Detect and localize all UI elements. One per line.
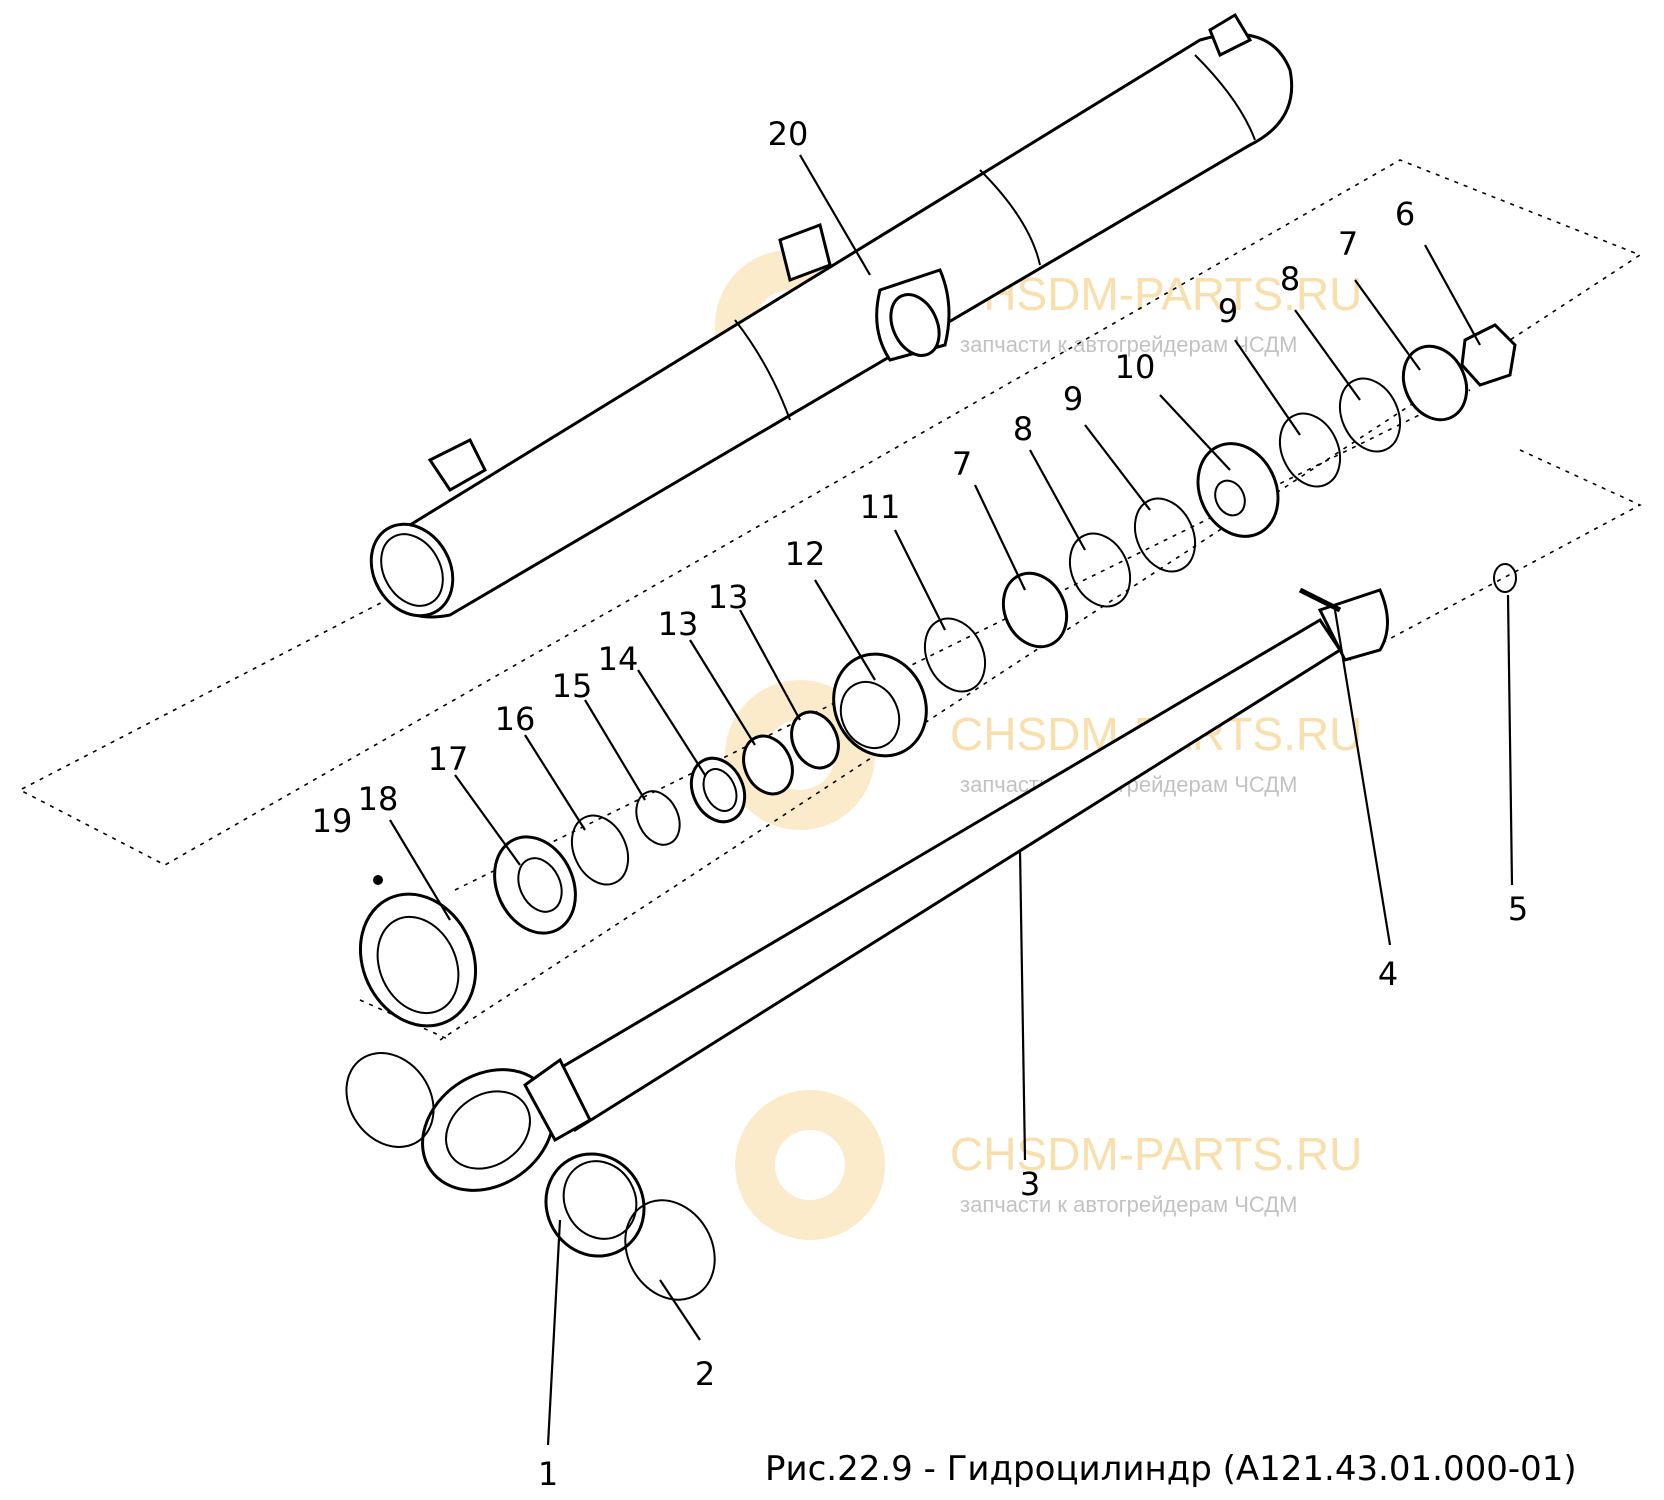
part-rod-guide-nut — [358, 892, 478, 1028]
part-piston-rod — [421, 588, 1389, 1192]
part-snap-ring-right — [624, 1199, 716, 1301]
callout-14: 14 — [598, 640, 639, 678]
callout-7-lower: 7 — [952, 445, 972, 483]
part-bushing — [544, 1152, 646, 1258]
callout-15: 15 — [552, 667, 593, 705]
part-ring-8a — [1068, 532, 1132, 608]
callout-13a: 13 — [708, 578, 749, 616]
callout-11: 11 — [860, 488, 901, 526]
part-rod-guide — [493, 835, 577, 935]
callout-13b: 13 — [658, 605, 699, 643]
part-piston-10 — [1196, 442, 1280, 538]
callout-labels: 1 2 3 4 5 6 7 8 9 10 11 12 13 13 14 15 1… — [312, 115, 1529, 1493]
part-ring-8b — [1338, 377, 1402, 453]
leader-lines — [389, 154, 1514, 1446]
callout-4: 4 — [1378, 955, 1398, 993]
part-ring-9a — [1133, 497, 1197, 573]
callout-12: 12 — [785, 535, 826, 573]
callout-9: 9 — [1218, 292, 1238, 330]
part-cylinder-barrel — [369, 12, 1294, 619]
callout-16: 16 — [495, 700, 536, 738]
watermark-subtitle: запчасти к автогрейдерам ЧСДМ — [960, 332, 1298, 357]
callout-9-lower: 9 — [1063, 380, 1083, 418]
callout-6: 6 — [1395, 195, 1415, 233]
gear-logo-icon — [735, 1090, 886, 1240]
part-ring-16 — [570, 814, 630, 886]
part-nut-6 — [1460, 323, 1517, 387]
part-ring-7a — [1001, 571, 1069, 649]
figure-caption: Рис.22.9 - Гидроцилиндр (А121.43.01.000-… — [765, 1449, 1577, 1489]
part-piston-12 — [832, 652, 928, 758]
callout-7: 7 — [1338, 225, 1358, 263]
watermark-3: CHSDM-PARTS.RU запчасти к автогрейдерам … — [735, 1090, 1362, 1240]
part-screw-19 — [373, 875, 383, 885]
watermark-title: CHSDM-PARTS.RU — [950, 1128, 1362, 1180]
watermark-subtitle: запчасти к автогрейдерам ЧСДМ — [960, 1192, 1298, 1217]
part-ring-9b — [1278, 412, 1342, 488]
part-ring-15 — [635, 790, 681, 846]
dashed-guides — [18, 159, 1642, 1041]
callout-3: 3 — [1020, 1165, 1040, 1203]
callout-1: 1 — [538, 1455, 558, 1493]
callout-19: 19 — [312, 802, 353, 840]
part-ring-13b — [790, 710, 840, 770]
callout-2: 2 — [695, 1355, 715, 1393]
callout-8-lower: 8 — [1013, 410, 1033, 448]
part-snap-ring-left — [345, 1052, 435, 1148]
part-ring-5 — [1493, 563, 1517, 593]
callout-10: 10 — [1115, 348, 1156, 386]
part-pin-4 — [1298, 587, 1342, 613]
callout-5: 5 — [1508, 890, 1528, 928]
part-ring-7b — [1401, 344, 1469, 422]
part-ring-13a — [742, 734, 794, 796]
part-ring-11 — [923, 617, 987, 693]
callout-18: 18 — [358, 780, 399, 818]
callout-17: 17 — [428, 740, 469, 778]
callout-8: 8 — [1280, 260, 1300, 298]
callout-20: 20 — [768, 115, 809, 153]
